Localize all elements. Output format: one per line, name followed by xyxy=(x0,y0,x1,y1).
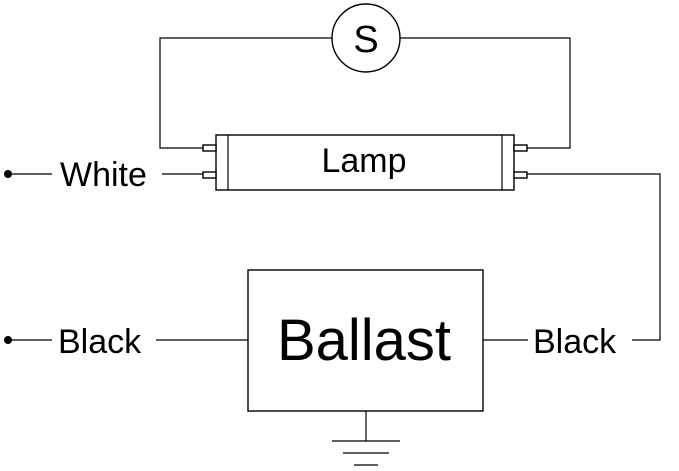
ballast-box xyxy=(247,269,484,412)
starter-loop-wires xyxy=(159,37,571,149)
black-wire-left: Black xyxy=(4,323,248,361)
white-wire-label: White xyxy=(60,156,147,194)
lamp-pin-right-top xyxy=(513,144,528,152)
lamp-pin-left-top xyxy=(202,144,217,152)
black-wire-right: Black xyxy=(483,323,617,361)
starter-right-wire xyxy=(400,37,571,149)
lamp-to-ballast-wire xyxy=(527,173,661,341)
ground-symbol xyxy=(332,411,400,466)
starter: S xyxy=(331,3,401,73)
black-wire-left-label: Black xyxy=(58,323,142,361)
lamp-pin-left-bottom xyxy=(202,171,217,179)
lamp-pin-right-bottom xyxy=(513,171,528,179)
white-wire: White xyxy=(4,156,203,194)
ballast-label: Ballast xyxy=(277,308,451,373)
lamp: Lamp xyxy=(202,134,528,191)
starter-label: S xyxy=(353,19,378,61)
black-wire-right-label: Black xyxy=(533,323,617,361)
lamp-label: Lamp xyxy=(321,142,406,180)
lamp-tube xyxy=(215,134,515,191)
starter-left-wire xyxy=(159,37,332,149)
ballast: Ballast xyxy=(247,269,484,412)
starter-symbol xyxy=(331,3,401,73)
